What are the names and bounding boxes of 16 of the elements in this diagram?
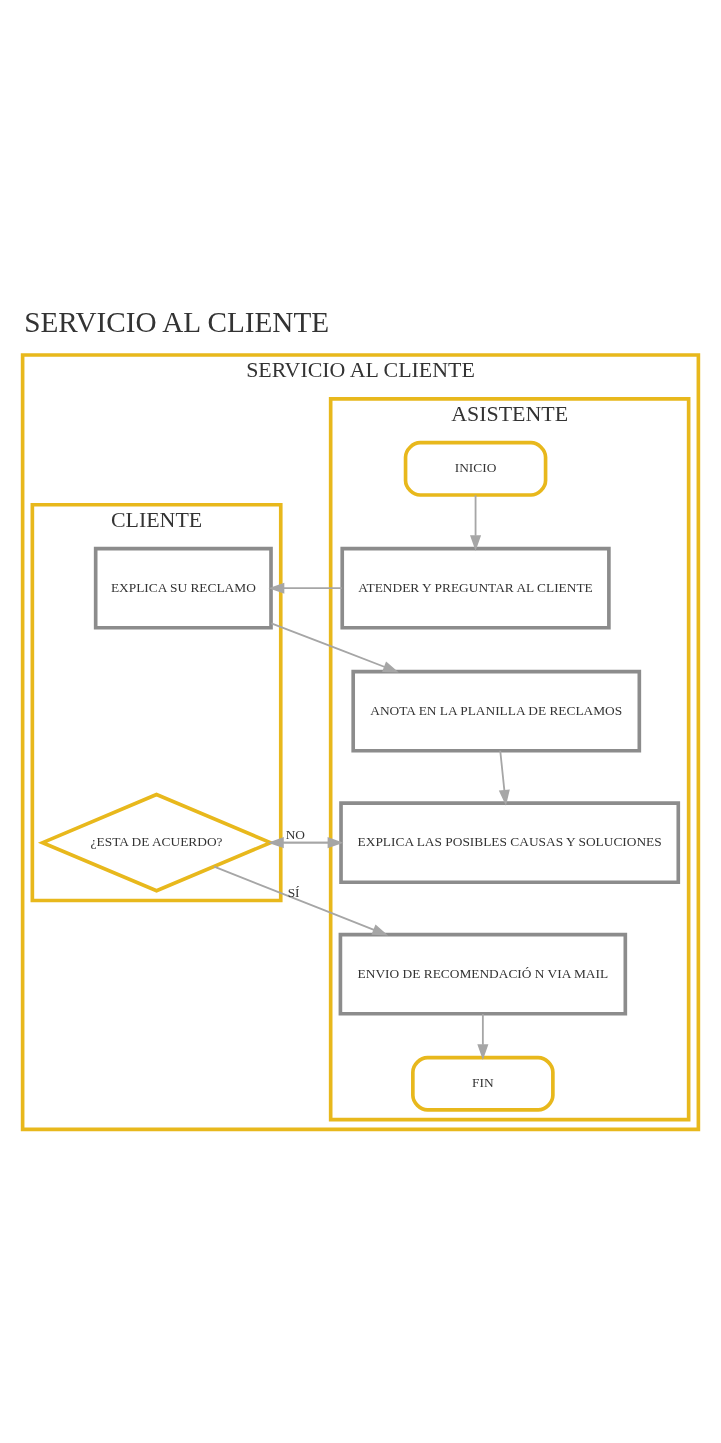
arrow xyxy=(477,1013,489,1061)
diagram-title: SERVICIO AL CLIENTE xyxy=(24,306,330,339)
edge-label: NO xyxy=(285,826,305,842)
node-box: FIN xyxy=(411,1055,555,1112)
arrow xyxy=(270,622,399,673)
arrow xyxy=(470,494,482,552)
arrow xyxy=(268,582,343,594)
node-box: ENVIO DE RECOMENDACIÓ N VIA MAIL xyxy=(338,932,628,1016)
node-box: EXPLICA SU RECLAMO xyxy=(93,546,273,630)
node-box: INICIO xyxy=(403,440,548,497)
arrow xyxy=(498,749,510,806)
node-box: ATENDER Y PREGUNTAR AL CLIENTE xyxy=(340,546,611,630)
edge-label: SÍ xyxy=(287,884,300,900)
node-box: ANOTA EN LA PLANILLA DE RECLAMOS xyxy=(351,669,642,753)
node-box: EXPLICA LAS POSIBLES CAUSAS Y SOLUCIONES xyxy=(339,801,681,885)
arrow xyxy=(213,865,389,936)
